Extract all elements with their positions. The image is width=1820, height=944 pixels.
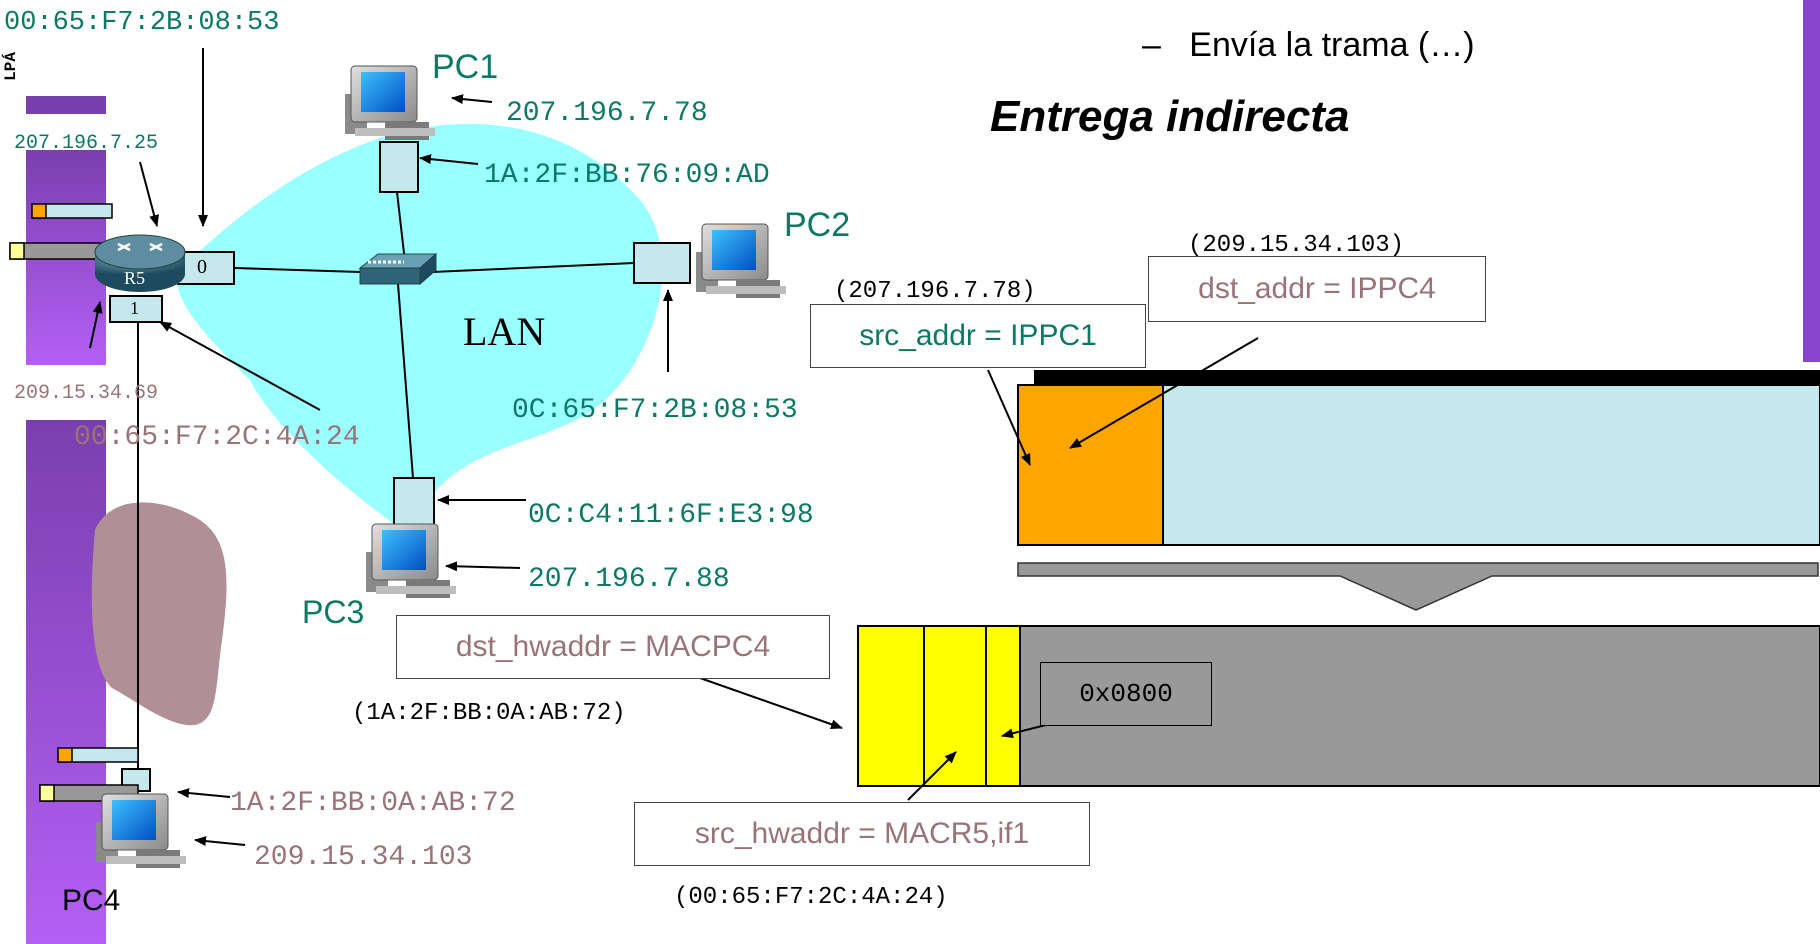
bullet-dash: – <box>1142 26 1161 64</box>
pc1-computer-icon <box>345 65 435 140</box>
ip-header <box>1017 384 1164 546</box>
heading-entrega-indirecta: Entrega indirecta <box>990 92 1350 141</box>
arrow-pc3-ip <box>445 561 521 572</box>
frame-src-label: src_hwaddr = MACR5,if1 <box>634 802 1090 866</box>
lan-cloud <box>176 123 663 535</box>
annotation-arrows <box>89 48 1259 847</box>
switch-icon <box>358 252 438 286</box>
purple-bar-lower <box>26 420 106 944</box>
arrow-if1-ip <box>89 301 103 349</box>
arrow-frame-dst <box>699 677 843 730</box>
pc3-mac: 0C:C4:11:6F:E3:98 <box>528 500 814 531</box>
pc1-label: PC1 <box>432 48 499 86</box>
pc4-mac: 1A:2F:BB:0A:AB:72 <box>230 788 516 819</box>
ip-dst-value: (209.15.34.103) <box>1188 232 1405 259</box>
frame-type-value: 0x0800 <box>1040 662 1212 726</box>
arrow-if0-ip <box>139 161 160 227</box>
pc4-label: PC4 <box>62 884 121 917</box>
arrow-pc1-mac <box>419 154 479 165</box>
router-if1-ip: 209.15.34.69 <box>14 382 159 405</box>
arrow-if1-mac <box>159 321 321 411</box>
wan-blob <box>91 502 227 726</box>
pc3-ip: 207.196.7.88 <box>528 564 730 595</box>
frame-dst-value: (1A:2F:BB:0A:AB:72) <box>352 700 626 727</box>
purple-bar-top <box>26 96 106 114</box>
router-r5-icon <box>94 234 186 292</box>
purple-bar-right <box>1803 0 1820 362</box>
frame-src-value: (00:65:F7:2C:4A:24) <box>674 884 948 911</box>
ip-dst-label: dst_addr = IPPC4 <box>1148 256 1486 322</box>
router-if0-box <box>177 251 235 285</box>
ip-packet-topbar <box>1034 370 1820 387</box>
bullet-line: – Envía la trama (…) <box>1142 26 1475 65</box>
pc2-computer-icon <box>696 223 786 298</box>
pc2-mac: 0C:65:F7:2B:08:53 <box>512 395 798 426</box>
arrow-ip-dst <box>1069 337 1259 449</box>
router-if1-label: 1 <box>130 298 139 318</box>
frame-dst-label: dst_hwaddr = MACPC4 <box>396 615 830 679</box>
pc2-nic <box>633 242 691 284</box>
arrow-frame-src <box>907 751 957 801</box>
arrow-pc4-ip <box>194 836 246 847</box>
frame-type-field <box>985 625 1021 787</box>
frame-src-field <box>923 625 987 787</box>
link-router-switch <box>234 267 361 273</box>
arrow-ip-src <box>987 369 1031 466</box>
pc4-computer-icon <box>96 793 186 868</box>
pc2-label: PC2 <box>784 206 851 244</box>
link-switch-pc2 <box>431 262 635 273</box>
arrow-pc4-mac <box>177 788 231 799</box>
pc1-ip: 207.196.7.78 <box>506 98 708 129</box>
encapsulation-arrow <box>1017 562 1819 611</box>
router-if0-mac: 00:65:F7:2B:08:53 <box>4 8 280 38</box>
ip-src-label: src_addr = IPPC1 <box>810 304 1146 368</box>
router-if0-label: 0 <box>197 256 207 278</box>
pc4-ip: 209.15.34.103 <box>254 842 473 873</box>
pc3-nic <box>393 477 435 529</box>
arrow-pc1-ip <box>451 94 493 105</box>
router-if0-ip: 207.196.7.25 <box>14 132 159 155</box>
side-title: LPÁ <box>2 52 20 81</box>
lan-label: LAN <box>463 309 546 354</box>
pc1-mac: 1A:2F:BB:76:09:AD <box>484 160 770 191</box>
link-switch-pc3 <box>397 283 414 479</box>
network-links <box>137 191 635 770</box>
link-switch-pc1 <box>396 191 406 263</box>
router-if1-mac: 00:65:F7:2C:4A:24 <box>74 422 360 453</box>
bullet-text: Envía la trama (…) <box>1189 26 1475 64</box>
pc3-computer-icon <box>366 523 456 598</box>
ip-src-value: (207.196.7.78) <box>834 278 1036 305</box>
pc3-label: PC3 <box>302 594 365 630</box>
pc1-nic <box>379 141 419 193</box>
router-name: R5 <box>124 268 146 288</box>
router-if1-box <box>109 295 163 323</box>
frame-dst-field <box>857 625 925 787</box>
ip-payload <box>1162 384 1820 546</box>
